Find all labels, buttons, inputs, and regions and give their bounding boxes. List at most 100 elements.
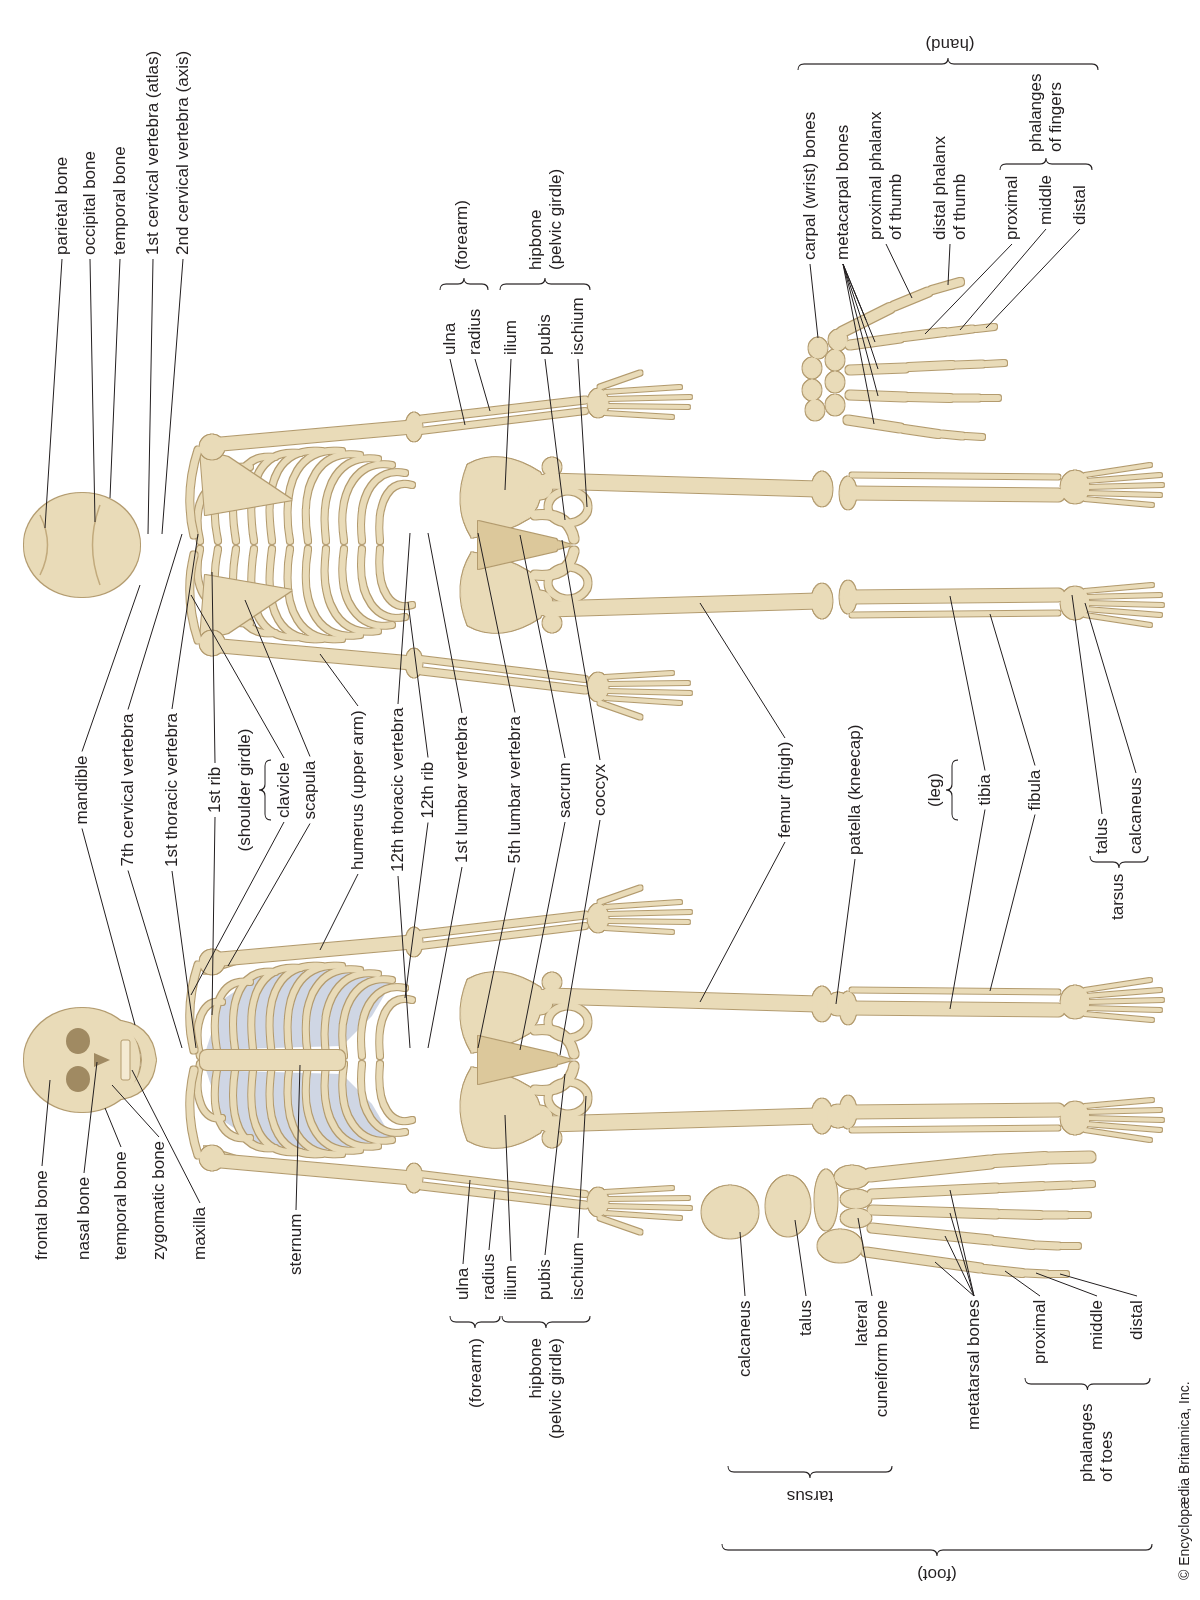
- ribs: [198, 966, 412, 1155]
- part-label: carpal (wrist) bones: [800, 112, 820, 260]
- leader-line: [128, 871, 182, 1049]
- leader-line: [560, 820, 600, 1055]
- part-label: proximal: [1002, 176, 1022, 240]
- foot-bones: [1074, 1184, 1092, 1185]
- leader-line: [836, 859, 855, 1004]
- bracket: [728, 1466, 892, 1478]
- bracket: [798, 58, 1098, 70]
- limb-bones: [190, 551, 1162, 717]
- foot-bones: [1049, 1157, 1090, 1158]
- part-label: middle: [1036, 175, 1056, 225]
- skull-face: [66, 1028, 130, 1092]
- part-label: ilium: [501, 1265, 521, 1300]
- leader-line: [112, 1085, 159, 1137]
- leader-line: [90, 259, 95, 522]
- limb-bones: [827, 993, 849, 1015]
- leader-line: [520, 535, 565, 758]
- foot-bones: [702, 1157, 1092, 1274]
- part-label: ischium: [568, 297, 588, 355]
- part-label: distal: [1127, 1300, 1147, 1340]
- hand-bones: [909, 365, 952, 367]
- spine: [142, 537, 196, 553]
- foot-bones: [1044, 1212, 1066, 1219]
- part-label: metatarsal bones: [964, 1300, 984, 1430]
- back-skeleton: [24, 373, 1162, 717]
- part-label: 12th thoracic vertebra: [388, 708, 408, 872]
- spine: [420, 1049, 488, 1071]
- part-label: tibia: [975, 774, 995, 805]
- part-label: temporal bone: [110, 146, 130, 255]
- part-label: middle: [1087, 1300, 1107, 1350]
- leader-line: [950, 1190, 974, 1296]
- scapula: [200, 960, 345, 1160]
- leader-line: [320, 654, 358, 706]
- part-label: sternum: [286, 1214, 306, 1275]
- leader-line: [450, 359, 465, 425]
- leader-line: [398, 876, 410, 1048]
- leader-line: [545, 1074, 565, 1255]
- hand-bones: [956, 364, 982, 365]
- hand-bones: [826, 372, 844, 392]
- part-label: pubis: [535, 314, 555, 355]
- leader-line: [296, 1065, 300, 1210]
- part-label: patella (kneecap): [845, 725, 865, 855]
- hand-bones: [904, 332, 944, 337]
- part-label: frontal bone: [32, 1170, 52, 1260]
- hand-bones: [894, 292, 928, 306]
- hand-bones: [803, 358, 821, 378]
- leader-line: [700, 842, 785, 1002]
- part-label: (forearm): [466, 1338, 486, 1408]
- ribs: [198, 549, 412, 639]
- leader-line: [1036, 1273, 1097, 1296]
- skull: [112, 1020, 156, 1100]
- scapula: [200, 450, 292, 515]
- part-label: sacrum: [555, 762, 575, 818]
- leader-line: [843, 264, 878, 396]
- skull-sutures: [40, 515, 48, 575]
- foot-bones: [766, 1176, 810, 1236]
- foot-bones: [841, 1209, 871, 1227]
- scapula: [200, 575, 292, 640]
- leader-line: [843, 264, 866, 320]
- foot-bones: [818, 1230, 862, 1262]
- leader-line: [950, 1213, 974, 1296]
- leader-line: [110, 259, 120, 498]
- bracket: [440, 278, 488, 290]
- leader-line: [990, 815, 1035, 992]
- part-label: distal phalanx of thumb: [930, 128, 970, 240]
- part-label: (shoulder girdle): [235, 729, 255, 852]
- part-label: 2nd cervical vertebra (axis): [173, 51, 193, 255]
- leader-line: [700, 603, 785, 738]
- hand-bones: [942, 434, 962, 436]
- part-label: metacarpal bones: [833, 125, 853, 260]
- leader-line: [986, 229, 1080, 328]
- part-label: occipital bone: [80, 151, 100, 255]
- part-label: calcaneus: [1126, 777, 1146, 854]
- part-label: radius: [479, 1254, 499, 1300]
- leader-line: [505, 359, 511, 490]
- hand-bones: [932, 282, 960, 290]
- foot-bones: [870, 1162, 990, 1175]
- part-label: temporal bone: [111, 1151, 131, 1260]
- sacrum: [478, 1036, 559, 1084]
- leader-line: [428, 533, 462, 713]
- foot-bones: [1001, 1186, 1042, 1188]
- part-label: 1st cervical vertebra (atlas): [143, 51, 163, 255]
- hand-bones: [809, 338, 827, 358]
- hand-bones: [986, 363, 1004, 364]
- leader-line: [463, 1180, 470, 1264]
- foot-bones: [1062, 1243, 1078, 1249]
- foot-bones: [995, 1158, 1045, 1161]
- leader-line: [578, 1096, 586, 1238]
- part-label: 1st rib: [205, 767, 225, 813]
- hand-bones: [954, 395, 978, 402]
- part-label: ulna: [453, 1268, 473, 1300]
- foot-bones: [1046, 1185, 1070, 1186]
- leader-line: [935, 1262, 974, 1296]
- part-label: clavicle: [274, 762, 294, 818]
- leader-line: [45, 259, 62, 528]
- limb-bones: [190, 888, 1162, 1054]
- bracket: [450, 1316, 500, 1328]
- part-label: © Encyclopædia Britannica, Inc.: [1176, 1381, 1193, 1580]
- part-label: (forearm): [452, 200, 472, 270]
